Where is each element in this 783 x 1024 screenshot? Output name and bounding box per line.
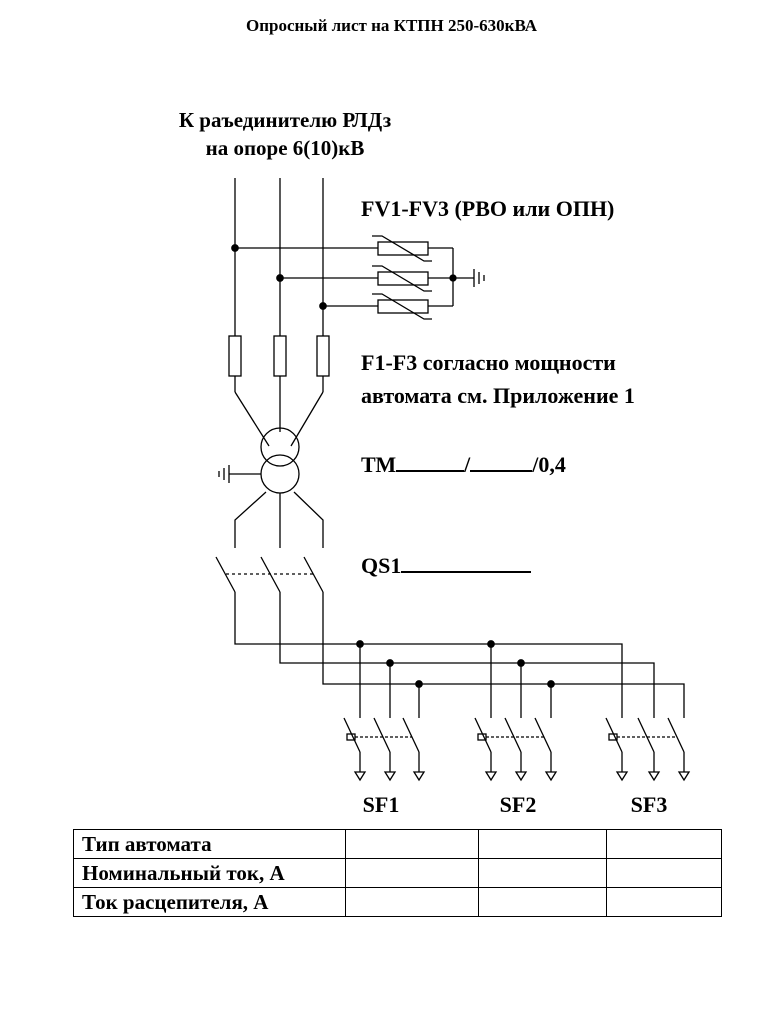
fuse-f3 <box>316 335 330 392</box>
breaker-label-sf2: SF2 <box>499 792 537 817</box>
transformer-suffix: /0,4 <box>532 452 566 478</box>
transformer-label: ТМ / /0,4 <box>361 447 566 478</box>
fuse-f1 <box>228 335 242 392</box>
transformer-hv-blank[interactable] <box>396 447 465 473</box>
source-label-line2: на опоре 6(10)кВ <box>205 136 365 160</box>
table-row: Номинальный ток, А <box>73 858 722 888</box>
arrester-taps <box>231 244 378 310</box>
switch-label-text: QS1 <box>361 553 402 579</box>
cell-sf3-type[interactable] <box>606 829 722 859</box>
breaker-label-sf3: SF3 <box>630 792 668 817</box>
arrester-label: FV1-FV3 (РВО или ОПН) <box>361 196 615 221</box>
page-title: Опросный лист на КТПН 250-630кВА <box>245 16 538 35</box>
row-label-rated-current: Номинальный ток, А <box>73 858 346 888</box>
table-row: Тип автомата <box>73 829 722 859</box>
row-label-trip-current: Ток расцепителя, А <box>73 887 346 917</box>
cell-sf2-trip-current[interactable] <box>478 887 607 917</box>
breaker-sf3 <box>605 717 691 782</box>
incoming-lines <box>234 178 324 336</box>
breaker-label-sf1: SF1 <box>362 792 400 817</box>
switch-qs1 <box>215 556 324 593</box>
arrester-fv2 <box>372 265 432 292</box>
cell-sf1-rated-current[interactable] <box>345 858 479 888</box>
fuse-f2 <box>273 335 287 432</box>
transformer-power-blank[interactable] <box>470 447 533 473</box>
transformer-prefix: ТМ <box>361 452 397 478</box>
arrester-fv1 <box>372 235 432 262</box>
lv-busbars <box>234 592 685 718</box>
cell-sf2-type[interactable] <box>478 829 607 859</box>
transformer-tm <box>218 391 324 548</box>
fuse-label-line1: F1-F3 согласно мощности <box>361 350 616 375</box>
cell-sf2-rated-current[interactable] <box>478 858 607 888</box>
breaker-sf1 <box>343 717 426 782</box>
source-label-line1: К раъединителю РЛДз <box>178 108 392 132</box>
arrester-ground <box>428 247 485 307</box>
transformer-separator: / <box>464 452 471 478</box>
table-row: Ток расцепителя, А <box>73 887 722 917</box>
switch-label: QS1 <box>361 548 532 579</box>
cell-sf1-type[interactable] <box>345 829 479 859</box>
cell-sf3-trip-current[interactable] <box>606 887 722 917</box>
breaker-spec-table: Тип автомата Номинальный ток, А Ток расц… <box>73 829 722 917</box>
cell-sf1-trip-current[interactable] <box>345 887 479 917</box>
fuse-label-line2: автомата см. Приложение 1 <box>361 383 635 408</box>
arrester-fv3 <box>372 293 432 320</box>
cell-sf3-rated-current[interactable] <box>606 858 722 888</box>
row-label-breaker-type: Тип автомата <box>73 829 346 859</box>
breaker-sf2 <box>474 717 558 782</box>
switch-type-blank[interactable] <box>401 548 532 574</box>
